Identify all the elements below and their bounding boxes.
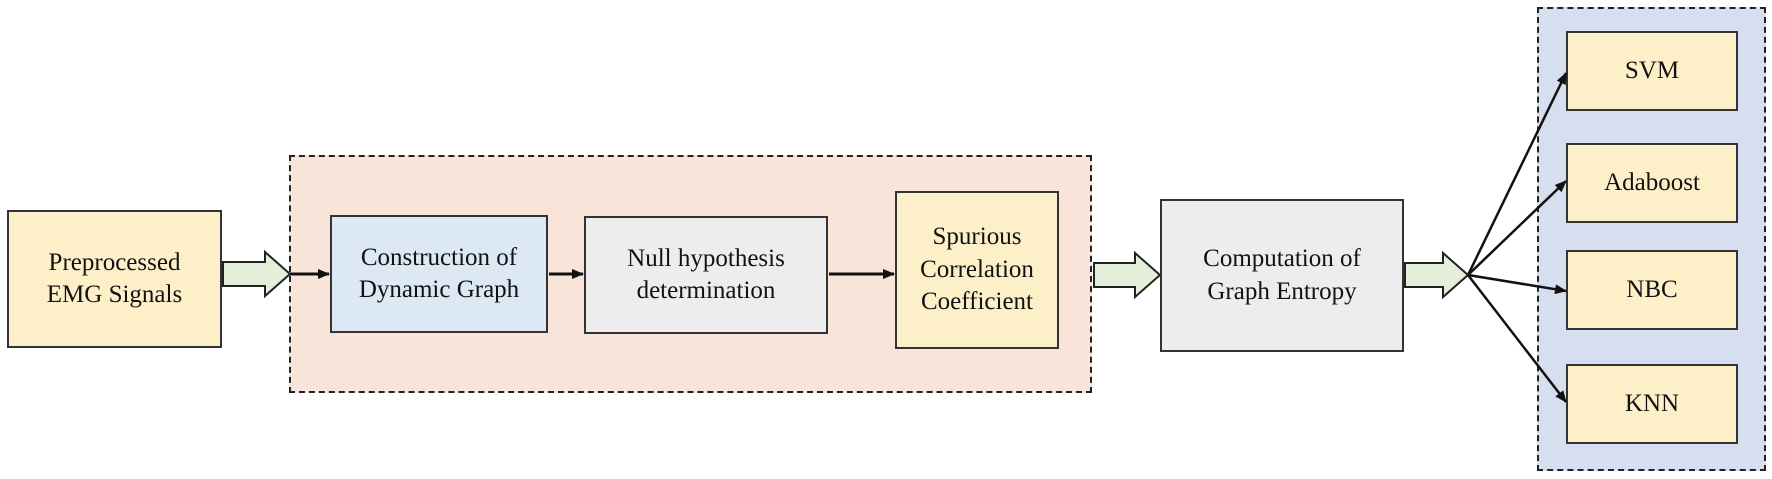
construction-line-1: Construction of	[360, 243, 518, 271]
entropy-line-2: Graph Entropy	[1207, 277, 1357, 305]
spurious-line-3: Coefficient	[920, 288, 1033, 316]
spurious-correlation-box: Spurious Correlation Coefficient	[895, 191, 1059, 349]
null-hypothesis-line-2: determination	[636, 277, 776, 304]
classifier-nbc-label: NBC	[1626, 275, 1678, 303]
spurious-line-1: Spurious	[932, 223, 1022, 251]
graph-entropy-box: Computation of Graph Entropy	[1160, 199, 1404, 352]
arrow-to-nbc	[1467, 273, 1567, 295]
arrow-to-svm	[1466, 72, 1568, 276]
construction-dynamic-graph-box: Construction of Dynamic Graph	[330, 215, 548, 333]
preprocessed-emg-line-1: Preprocessed	[48, 248, 181, 276]
classifier-adaboost-label: Adaboost	[1604, 168, 1700, 196]
arrow-to-knn	[1467, 274, 1567, 403]
block-arrow-input-to-group	[222, 249, 292, 299]
arrow-to-adaboost	[1467, 180, 1567, 276]
block-arrow-entropy-to-fanout	[1404, 250, 1470, 300]
block-arrow-group-to-entropy	[1093, 250, 1162, 300]
classifier-knn-box: KNN	[1566, 364, 1738, 444]
classifier-svm-label: SVM	[1624, 56, 1680, 84]
spurious-line-2: Correlation	[920, 255, 1034, 283]
preprocessed-emg-line-2: EMG Signals	[46, 281, 183, 308]
classifier-adaboost-box: Adaboost	[1566, 143, 1738, 223]
null-hypothesis-line-1: Null hypothesis	[627, 244, 785, 272]
preprocessed-emg-signals-box: Preprocessed EMG Signals	[7, 210, 222, 348]
classifier-knn-label: KNN	[1624, 389, 1680, 417]
construction-line-2: Dynamic Graph	[358, 276, 520, 303]
classifier-svm-box: SVM	[1566, 31, 1738, 111]
null-hypothesis-box: Null hypothesis determination	[584, 216, 828, 334]
entropy-line-1: Computation of	[1203, 245, 1361, 272]
classifier-nbc-box: NBC	[1566, 250, 1738, 330]
